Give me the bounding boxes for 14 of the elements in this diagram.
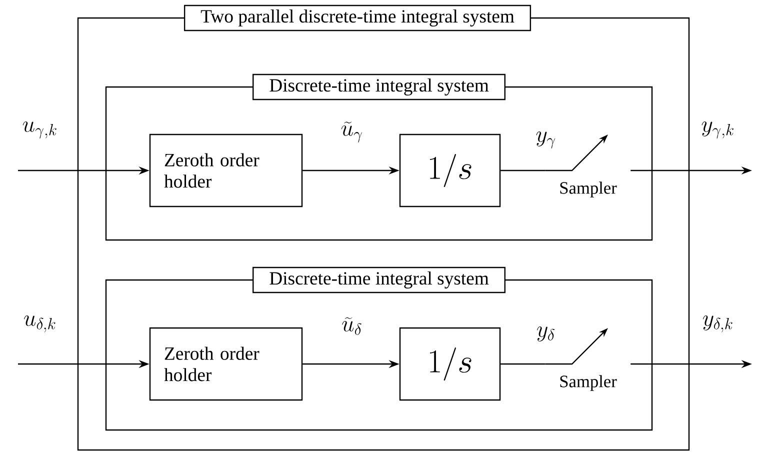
sampler-label: Sampler bbox=[560, 375, 617, 391]
signal-label: $y_{\gamma}$ bbox=[536, 132, 556, 149]
sampler-label: Sampler bbox=[560, 182, 617, 198]
signal-label: $y_{\gamma,k}$ bbox=[702, 122, 734, 139]
block-box: Zeroth order holder bbox=[149, 327, 303, 401]
signal-label: $u_{\delta,k}$ bbox=[24, 316, 56, 332]
signal-label: $y_{\delta,k}$ bbox=[702, 316, 732, 332]
signal-label: $y_{\delta}$ bbox=[537, 326, 555, 342]
transfer-function-box: $1/s$ bbox=[399, 134, 501, 208]
signal-label: $\widetilde{u}_{\gamma}$ bbox=[341, 122, 362, 142]
signal-label: $\widetilde{u}_{\delta}$ bbox=[342, 317, 362, 335]
transfer-function-box: $1/s$ bbox=[399, 327, 501, 401]
block-box: Zeroth order holder bbox=[149, 134, 303, 208]
signal-label: $u_{\gamma,k}$ bbox=[22, 122, 56, 139]
